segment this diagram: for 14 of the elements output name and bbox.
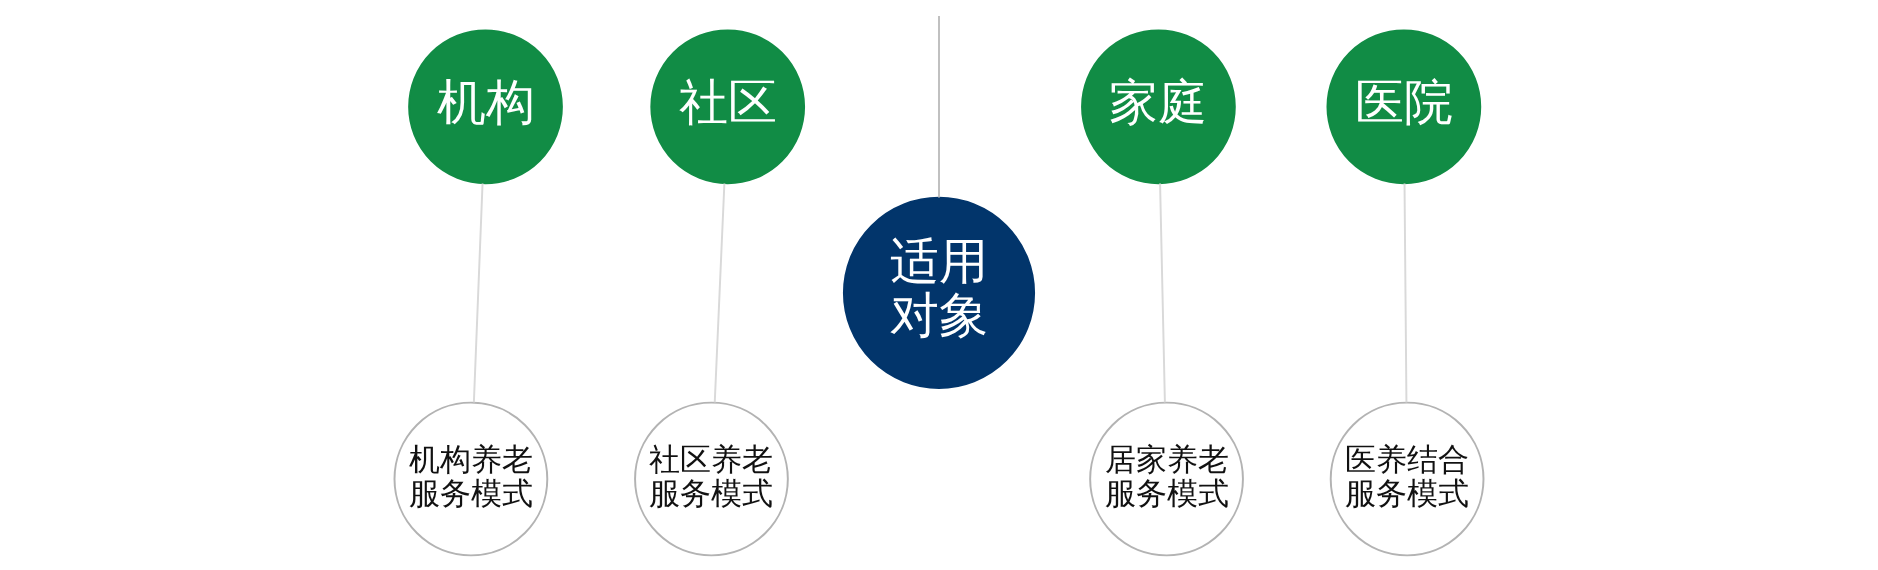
node-circle: 医院 — [1326, 29, 1482, 185]
node-circle: 医养结合服务模式 — [1329, 401, 1485, 557]
node-circle: 适用对象 — [842, 196, 1036, 389]
connector — [472, 182, 484, 404]
node-circle: 居家养老服务模式 — [1089, 401, 1244, 557]
connector — [1159, 182, 1166, 404]
connector — [1403, 182, 1408, 404]
node-circle: 社区养老服务模式 — [634, 401, 789, 557]
node-circle: 机构 — [408, 29, 563, 185]
connector — [713, 182, 726, 404]
node-circle: 机构养老服务模式 — [393, 401, 549, 557]
connector — [938, 15, 940, 199]
node-circle: 家庭 — [1081, 29, 1236, 185]
node-circle: 社区 — [650, 29, 806, 185]
